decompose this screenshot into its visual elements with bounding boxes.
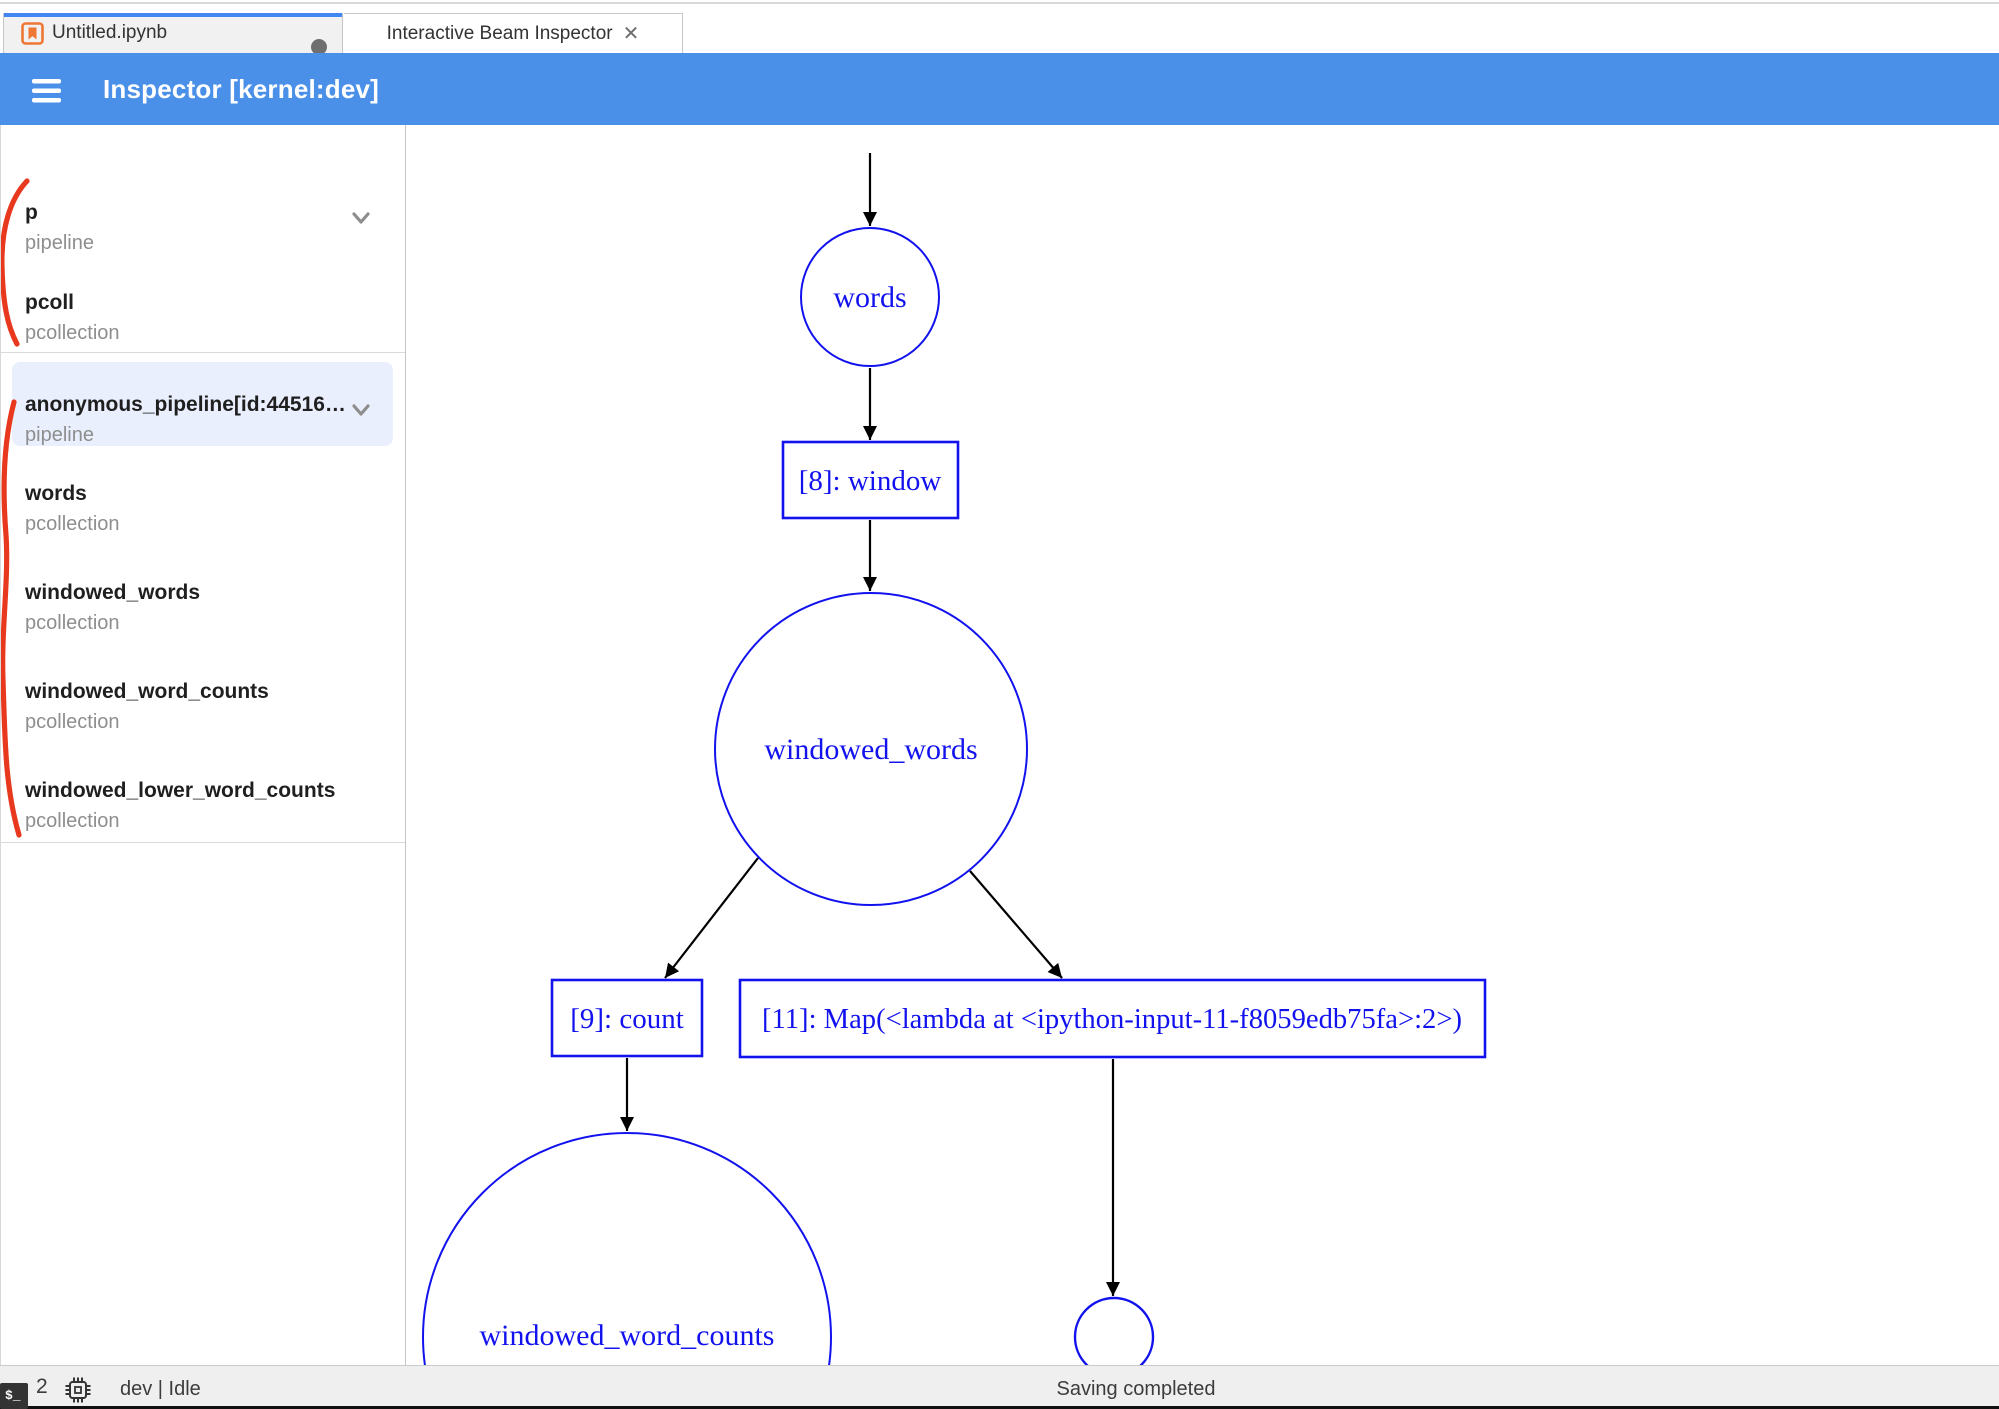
inspector-title: Inspector [kernel:dev] <box>103 74 380 104</box>
tab-label: Untitled.ipynb <box>52 22 168 43</box>
terminal-icon[interactable]: $_ <box>0 1383 28 1409</box>
kernel-status[interactable]: dev | Idle <box>120 1378 201 1400</box>
pcollection-name: pcoll <box>25 291 75 314</box>
chevron-down-icon[interactable] <box>346 203 376 233</box>
pcollection-type: pcollection <box>25 513 120 535</box>
sidebar-divider <box>0 352 405 353</box>
graph-node-label: [8]: window <box>799 465 942 497</box>
pipeline-sidebar: p pipeline pcoll pcollection anonymous_p… <box>0 125 405 1365</box>
pcollection-node-windowed-word-counts <box>422 1132 832 1365</box>
pcollection-name: windowed_words <box>25 581 201 604</box>
pipeline-type: pipeline <box>25 424 94 446</box>
sidebar-item-pipeline-p[interactable]: p pipeline <box>25 200 355 256</box>
pcollection-name: words <box>25 482 87 505</box>
graph-node-label: [9]: count <box>570 1003 684 1035</box>
sidebar-item-windowed-word-counts[interactable]: windowed_word_counts pcollection <box>25 679 355 735</box>
window-left-border <box>0 125 1 1365</box>
edge-windowed-words-to-count <box>664 857 759 979</box>
pcollection-name: windowed_word_counts <box>25 680 269 703</box>
transform-node-count <box>550 978 704 1058</box>
sidebar-item-windowed-words[interactable]: windowed_words pcollection <box>25 580 355 636</box>
sidebar-divider <box>0 842 405 843</box>
tab-untitled-notebook[interactable]: Untitled.ipynb <box>3 13 343 55</box>
pcollection-type: pcollection <box>25 810 120 832</box>
sidebar-right-border <box>405 125 406 1365</box>
kernel-chip-icon[interactable] <box>64 1376 92 1404</box>
window-bottom-edge <box>0 1406 1999 1409</box>
sidebar-item-pcoll[interactable]: pcoll pcollection <box>25 290 355 346</box>
graph-node-label: [11]: Map(<lambda at <ipython-input-11-f… <box>762 1003 1462 1035</box>
graph-node-label: words <box>833 281 906 314</box>
pcollection-name: windowed_lower_word_counts <box>25 779 336 802</box>
pcollection-node-windowed-words <box>714 592 1028 906</box>
transform-node-map-lambda <box>738 978 1487 1059</box>
pcollection-type: pcollection <box>25 612 120 634</box>
graph-node-label: windowed_word_counts <box>480 1319 775 1352</box>
edge-windowed-words-to-map <box>969 870 1063 979</box>
pipeline-name: p <box>25 201 38 224</box>
save-status-message: Saving completed <box>1056 1378 1216 1400</box>
pcollection-node-unnamed <box>1073 1296 1155 1365</box>
pipeline-graph: words [8]: window windowed_words [9]: co… <box>422 153 1487 1365</box>
window-top-divider <box>0 2 1999 4</box>
sidebar-item-windowed-lower-word-counts[interactable]: windowed_lower_word_counts pcollection <box>25 778 355 834</box>
inspector-toolbar <box>0 53 1999 125</box>
transform-node-window <box>781 440 960 520</box>
pcollection-node-words <box>800 227 940 367</box>
current-tab-indicator <box>4 13 342 17</box>
chevron-down-icon[interactable] <box>346 395 376 425</box>
pipeline-type: pipeline <box>25 232 94 254</box>
sidebar-item-words[interactable]: words pcollection <box>25 481 355 537</box>
pcollection-type: pcollection <box>25 322 120 344</box>
tab-label: Interactive Beam Inspector <box>386 22 613 44</box>
terminal-icon-glyph: $_ <box>5 1388 21 1403</box>
tab-bar: Untitled.ipynb Interactive Beam Inspecto… <box>0 13 1999 55</box>
sidebar-item-anonymous-pipeline[interactable]: anonymous_pipeline[id:44516… pipeline <box>25 392 355 448</box>
pcollection-type: pcollection <box>25 711 120 733</box>
status-bar <box>0 1365 1999 1406</box>
terminal-count[interactable]: 2 <box>36 1375 48 1398</box>
pipeline-name: anonymous_pipeline[id:44516… <box>25 393 346 416</box>
notebook-icon <box>21 22 44 45</box>
selected-item-highlight <box>12 362 393 446</box>
graph-node-label: windowed_words <box>764 733 977 766</box>
tab-beam-inspector[interactable]: Interactive Beam Inspector ✕ <box>344 13 683 53</box>
close-tab-icon[interactable]: ✕ <box>622 22 640 45</box>
unsaved-changes-dot[interactable] <box>311 39 327 55</box>
hamburger-menu-icon[interactable] <box>32 79 62 103</box>
